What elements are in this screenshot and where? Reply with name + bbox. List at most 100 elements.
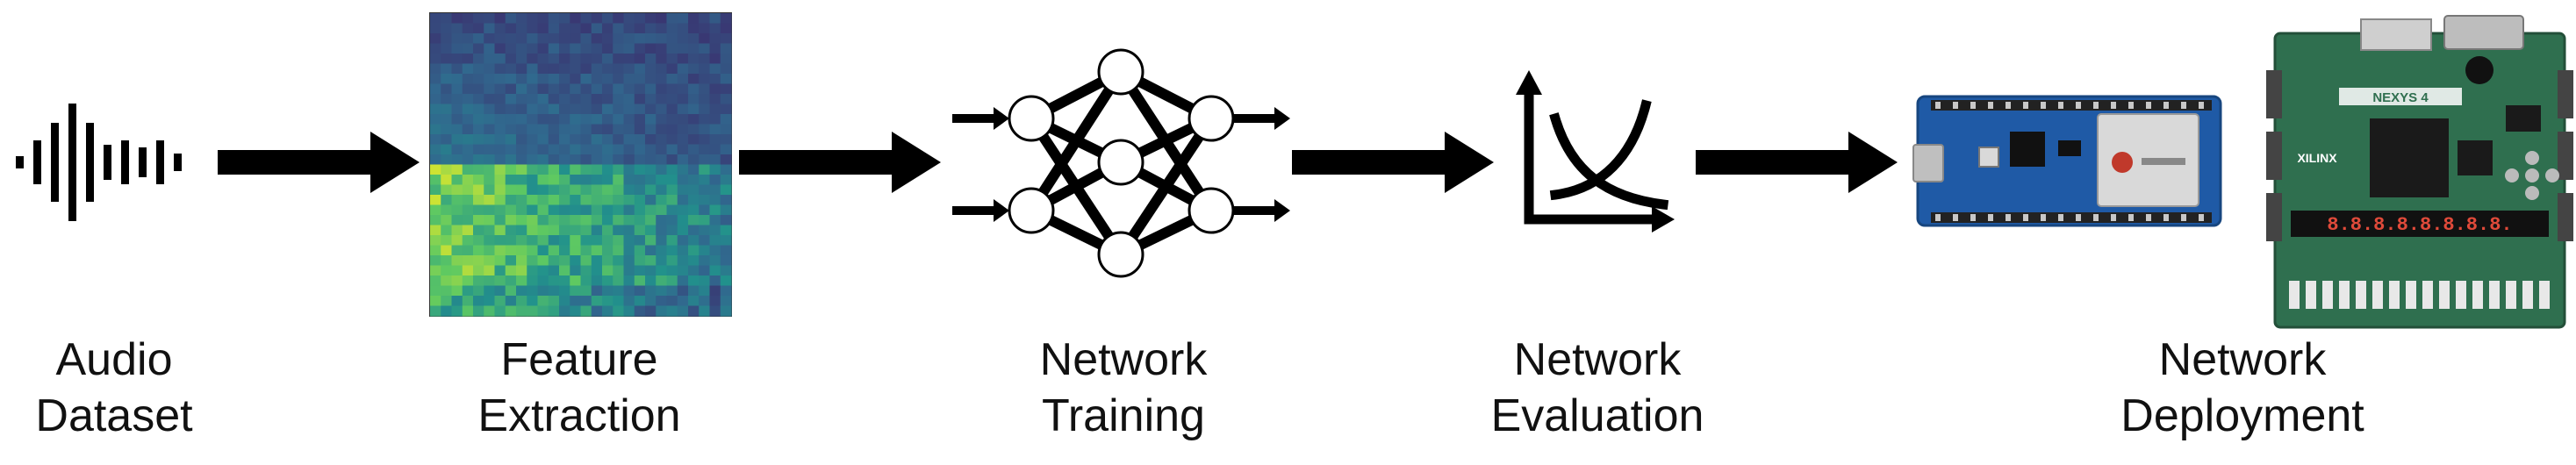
spectrogram-cell [613, 54, 625, 65]
spectrogram-cell [473, 134, 484, 146]
spectrogram-cell [451, 54, 463, 65]
spectrogram-cell [634, 144, 646, 155]
spectrogram-cell [559, 204, 570, 216]
spectrogram-cell [570, 195, 582, 206]
spectrogram-cell [634, 134, 646, 146]
spectrogram-cell [451, 144, 463, 155]
spectrogram-cell [451, 265, 463, 276]
spectrogram-cell [602, 175, 614, 186]
spectrogram-cell [537, 175, 549, 186]
spectrogram-cell [570, 255, 582, 267]
spectrogram-cell [505, 305, 517, 317]
spectrogram-cell [505, 114, 517, 125]
spectrogram-cell [559, 275, 570, 287]
spectrogram-cell [527, 296, 539, 307]
spectrogram-cell [484, 63, 496, 75]
spectrogram-cell [720, 144, 732, 155]
spectrogram-cell [462, 33, 474, 45]
spectrogram-cell [656, 285, 668, 297]
spectrogram-cell [505, 43, 517, 54]
spectrogram-cell [441, 215, 453, 226]
spectrogram-cell [559, 124, 570, 135]
spectrogram-cell [548, 204, 560, 216]
spectrogram-cell [645, 305, 657, 317]
spectrogram-cell [688, 83, 700, 95]
spectrogram-cell [602, 134, 614, 146]
spectrogram-cell [462, 296, 474, 307]
spectrogram-cell [602, 94, 614, 105]
spectrogram-cell [548, 33, 560, 45]
spectrogram-cell [634, 43, 646, 54]
spectrogram-cell [699, 225, 711, 236]
spectrogram-cell [548, 124, 560, 135]
spectrogram-cell [570, 215, 582, 226]
spectrogram-cell [570, 154, 582, 166]
spectrogram-cell [516, 164, 527, 175]
usb-port [1912, 144, 1944, 182]
spectrogram-cell [709, 54, 721, 65]
spectrogram-cell [720, 13, 732, 25]
spectrogram-cell [505, 255, 517, 267]
spectrogram-cell [591, 305, 603, 317]
spectrogram-cell [709, 235, 721, 247]
spectrogram-cell [656, 94, 668, 105]
spectrogram-cell [484, 164, 496, 175]
spectrogram-cell [580, 255, 592, 267]
reset-button [1978, 147, 1999, 168]
spectrogram-cell [688, 94, 700, 105]
spectrogram-cell [645, 215, 657, 226]
spectrogram-cell [623, 255, 635, 267]
spectrogram-cell [537, 144, 549, 155]
spectrogram-cell [473, 215, 484, 226]
spectrogram-cell [451, 154, 463, 166]
spectrogram-cell [559, 164, 570, 175]
spectrogram-cell [548, 114, 560, 125]
spectrogram-cell [656, 54, 668, 65]
spectrogram-cell [623, 225, 635, 236]
spectrogram-cell [720, 23, 732, 34]
spectrogram-cell [505, 235, 517, 247]
spectrogram-cell [677, 235, 689, 247]
spectrogram-cell [494, 154, 506, 166]
spectrogram-cell [527, 305, 539, 317]
spectrogram-cell [580, 195, 592, 206]
spectrogram-cell [709, 265, 721, 276]
spectrogram-cell [430, 134, 441, 146]
spectrogram-cell [634, 285, 646, 297]
spectrogram-cell [559, 94, 570, 105]
spectrogram-cell [527, 13, 539, 25]
spectrogram-cell [666, 245, 678, 256]
spectrogram-cell [570, 63, 582, 75]
spectrogram-cell [548, 134, 560, 146]
spectrogram-cell [494, 134, 506, 146]
spectrogram-cell [516, 215, 527, 226]
spectrogram-cell [613, 104, 625, 115]
spectrogram-cell [645, 265, 657, 276]
spectrogram-cell [537, 235, 549, 247]
spectrogram-cell [613, 154, 625, 166]
spectrogram-cell [699, 204, 711, 216]
spectrogram-cell [677, 195, 689, 206]
spectrogram-cell [666, 215, 678, 226]
spectrogram-cell [451, 296, 463, 307]
spectrogram-cell [559, 13, 570, 25]
spectrogram-cell [699, 124, 711, 135]
spectrogram-cell [613, 225, 625, 236]
spectrogram-cell [623, 23, 635, 34]
spectrogram-cell [613, 94, 625, 105]
spectrogram-cell [484, 13, 496, 25]
spectrogram-cell [473, 63, 484, 75]
spectrogram-cell [666, 275, 678, 287]
spectrogram-cell [516, 235, 527, 247]
spectrogram-cell [688, 164, 700, 175]
spectrogram-cell [516, 104, 527, 115]
spectrogram-cell [645, 164, 657, 175]
spectrogram-cell [656, 114, 668, 125]
spectrogram-cell [527, 74, 539, 85]
spectrogram-cell [656, 154, 668, 166]
spectrogram-cell [570, 275, 582, 287]
spectrogram-cell [494, 43, 506, 54]
spectrogram-cell [559, 305, 570, 317]
spectrogram-cell [613, 204, 625, 216]
spectrogram-cell [602, 204, 614, 216]
